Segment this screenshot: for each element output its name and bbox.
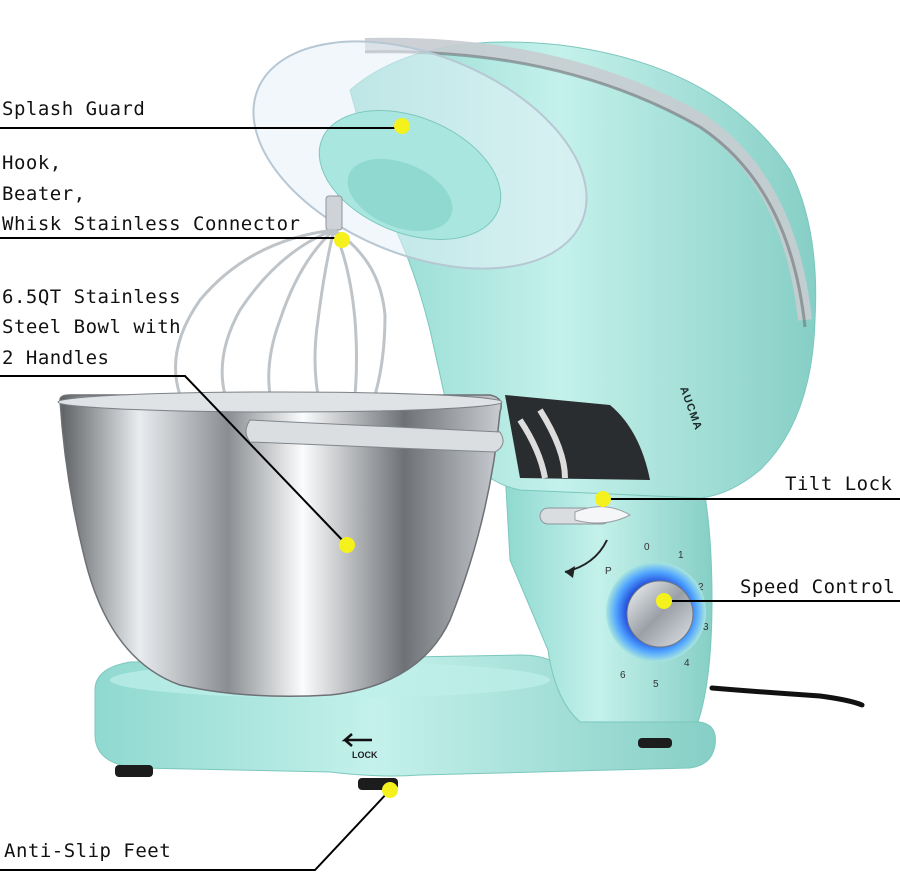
connector-shaft — [325, 195, 343, 231]
callout-connector-line1: Hook, — [2, 152, 62, 174]
speed-mark-5: 5 — [653, 679, 659, 690]
callout-bowl-line3: 2 Handles — [2, 347, 110, 369]
lock-arrow — [341, 733, 372, 747]
foot-back-right — [638, 738, 672, 748]
marker-tilt-lock — [595, 491, 611, 507]
callout-connector-line3: Whisk Stainless Connector — [2, 213, 301, 235]
marker-connector — [334, 232, 350, 248]
marker-bowl — [339, 537, 355, 553]
callout-tilt-lock: Tilt Lock — [785, 473, 893, 495]
callout-splash-guard: Splash Guard — [2, 98, 146, 120]
speed-mark-1: 1 — [678, 550, 684, 561]
foot-front-left — [115, 765, 153, 777]
speed-mark-3: 3 — [703, 622, 709, 633]
callout-bowl-line1: 6.5QT Stainless — [2, 286, 182, 308]
callout-anti-slip-feet: Anti-Slip Feet — [4, 840, 172, 862]
speed-mark-4: 4 — [684, 658, 690, 669]
speed-dial-ring: 0 1 2 3 4 5 6 P — [605, 542, 709, 690]
marker-splash-guard — [394, 118, 410, 134]
callout-markers — [334, 118, 672, 798]
leader-feet — [0, 789, 391, 871]
bowl-handle — [245, 419, 504, 453]
marker-feet — [382, 782, 398, 798]
whisk-attachment — [174, 228, 387, 396]
callout-speed-control: Speed Control — [740, 576, 896, 598]
speed-mark-p: P — [605, 566, 612, 577]
head-chrome-stripe — [364, 37, 812, 321]
speed-mark-2: 2 — [698, 582, 704, 593]
leader-bowl — [0, 375, 348, 546]
speed-knob — [626, 580, 694, 648]
marker-speed-control — [656, 593, 672, 609]
speed-mark-0: 0 — [644, 542, 650, 553]
callout-connector-line2: Beater, — [2, 183, 86, 205]
lock-label: LOCK — [352, 750, 378, 760]
speed-mark-6: 6 — [620, 670, 626, 681]
callout-lines — [0, 127, 900, 871]
callout-bowl-line2: Steel Bowl with — [2, 316, 182, 338]
power-cord — [709, 685, 865, 708]
